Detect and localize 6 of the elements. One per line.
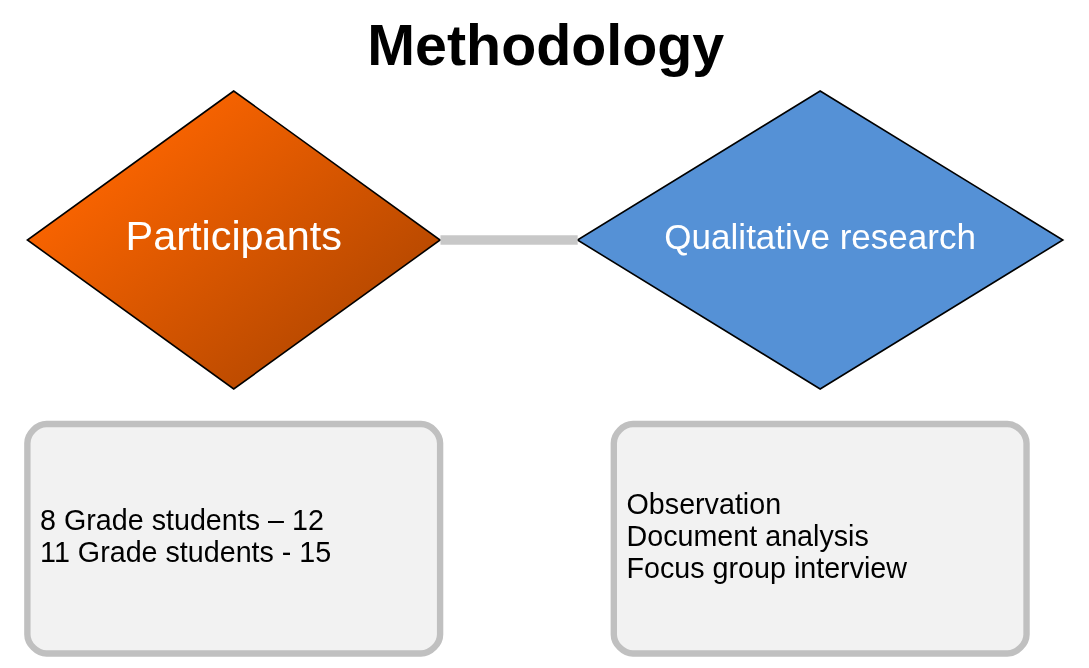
node-diamond: Participants [25,90,441,390]
node-box: 8 Grade students – 12 11 Grade students - 15 [23,420,443,657]
connector [439,235,578,245]
node-diamond: Qualitative research [575,90,1064,390]
diagram-title: Methodology [366,13,724,78]
node-box: Observation Document analysis Focus group interview [610,420,1030,657]
